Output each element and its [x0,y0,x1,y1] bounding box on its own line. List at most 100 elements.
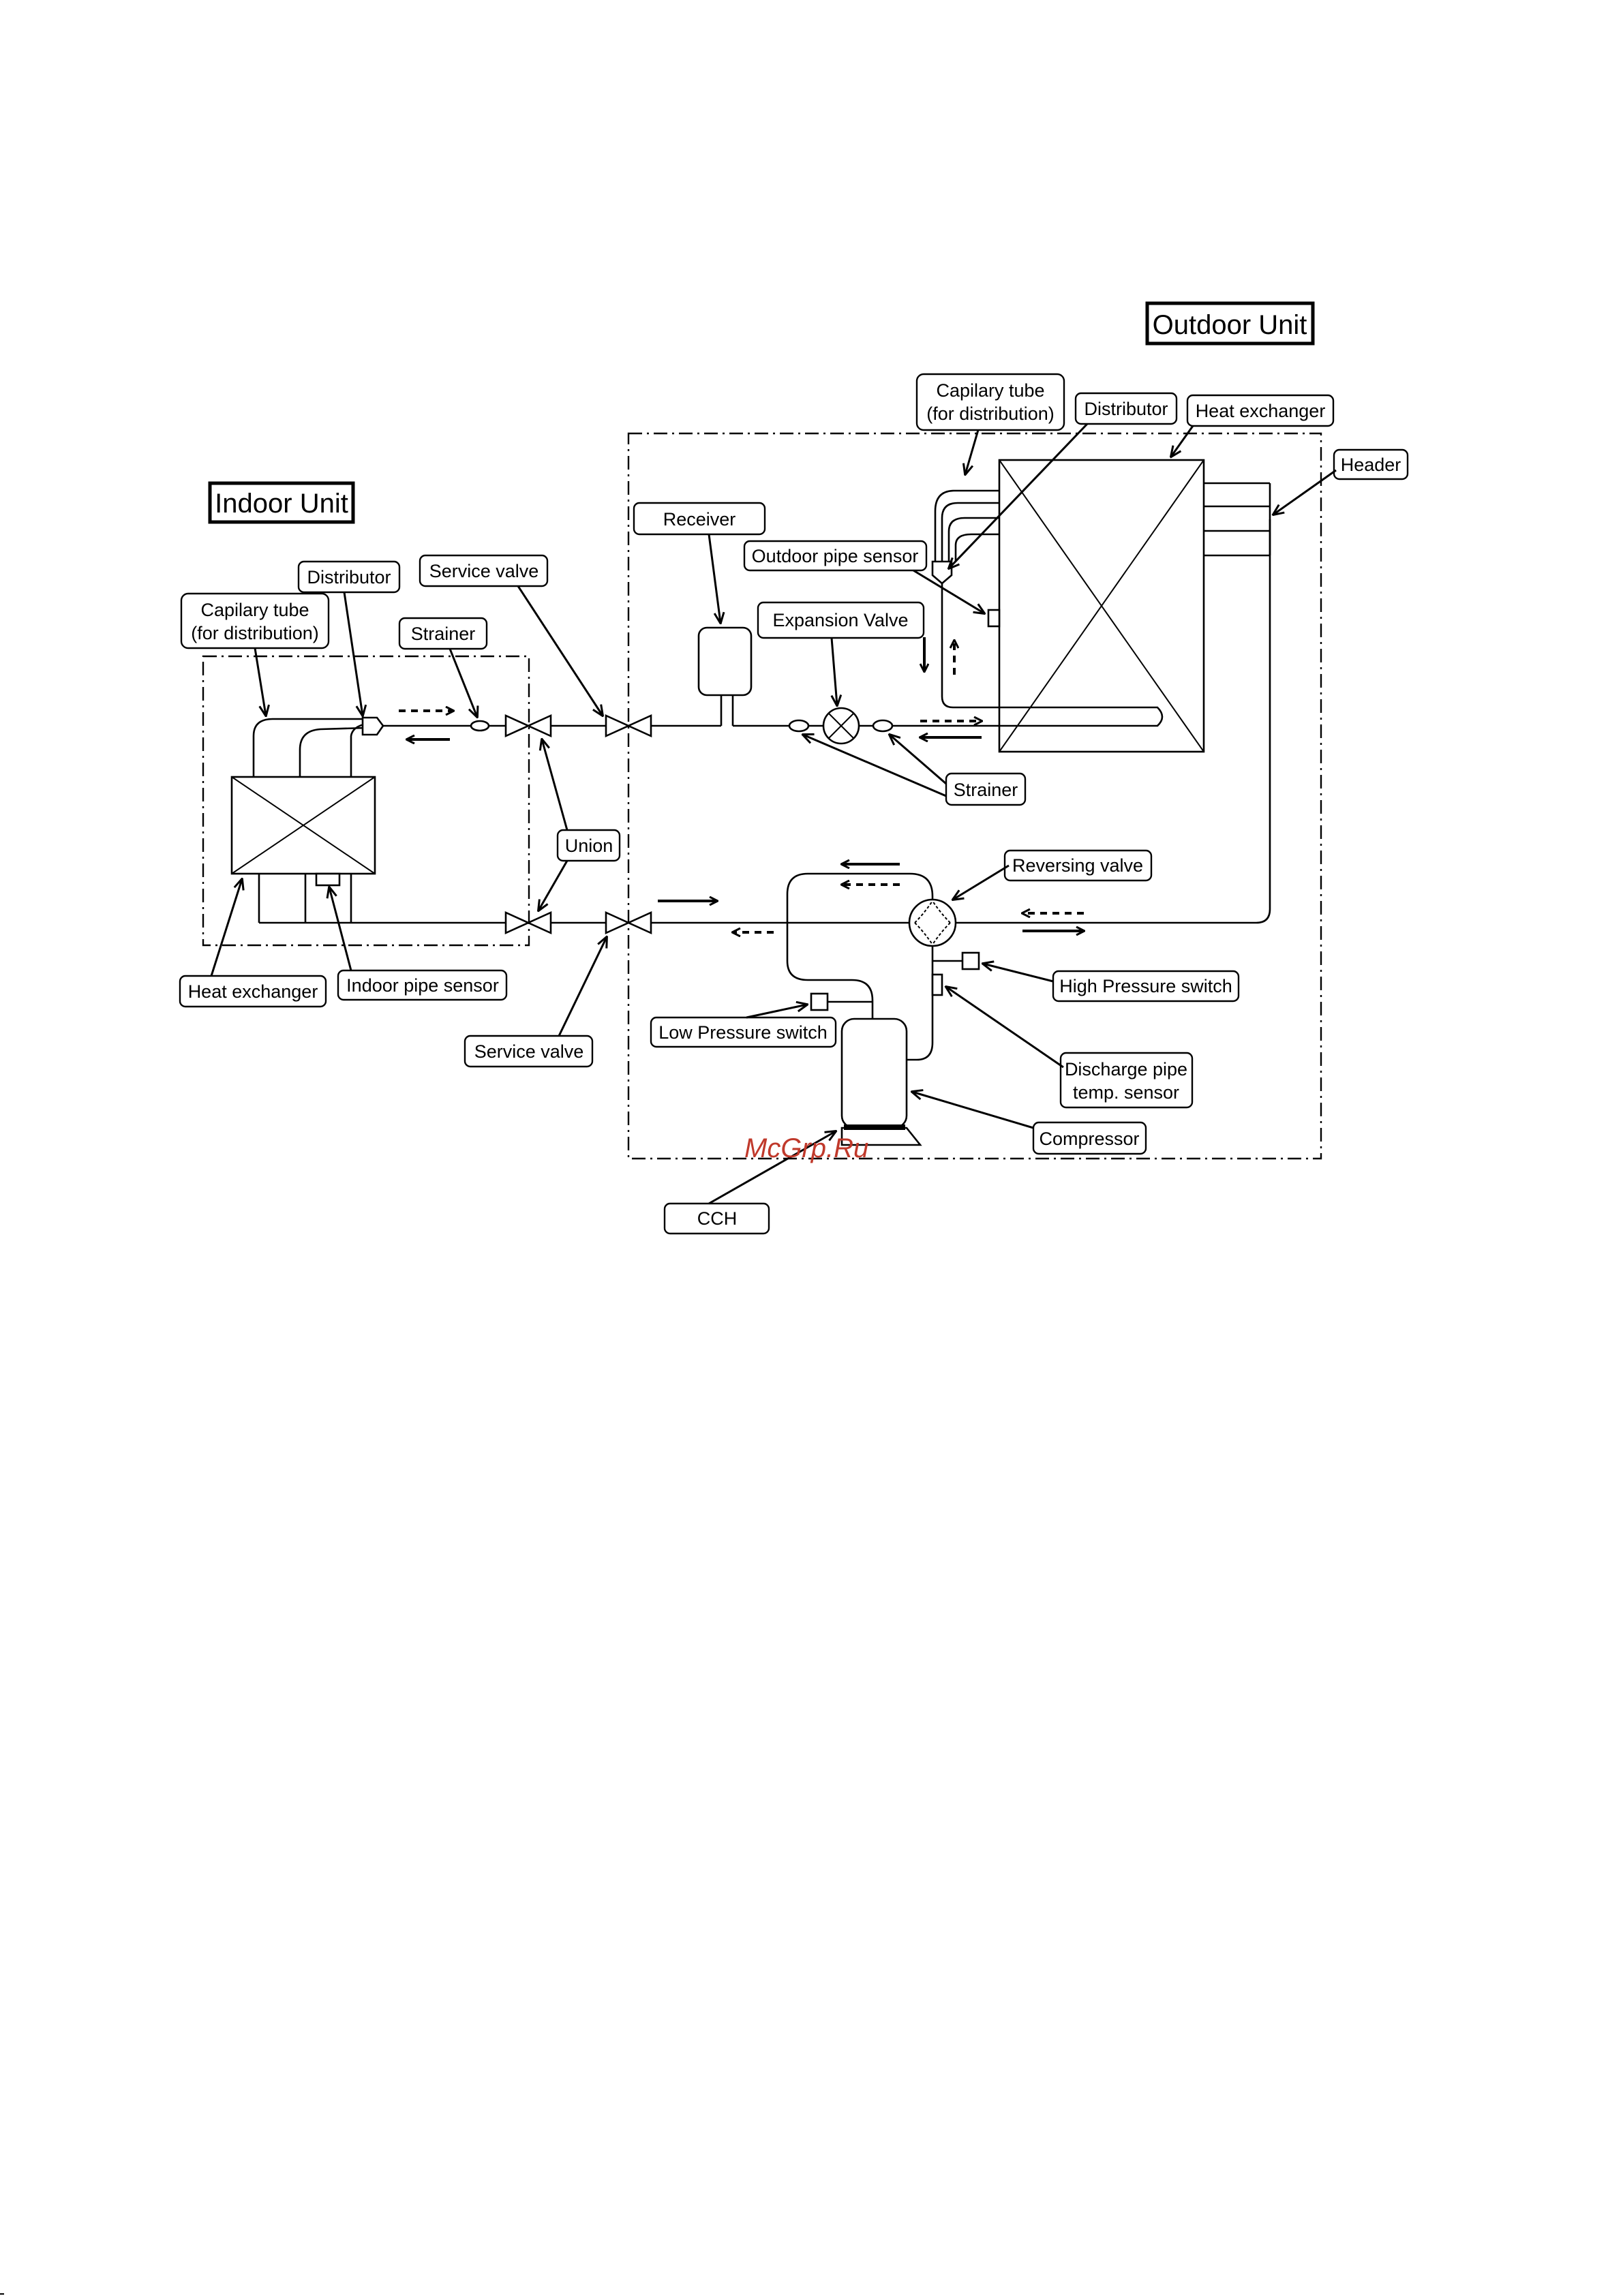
label-indoor-pipe-sensor: Indoor pipe sensor [337,969,508,1001]
outdoor-unit-title: Outdoor Unit [1145,301,1315,346]
label-discharge-temp-sensor: Discharge pipe temp. sensor [1059,1052,1194,1109]
label-indoor-strainer-text: Strainer [411,624,476,644]
leader-indoor-distributor [343,592,363,716]
outdoor-pipe-sensor-symbol [987,609,1001,628]
leader-compressor [912,1092,1034,1129]
label-outdoor-distributor-text: Distributor [1084,399,1168,419]
high-pressure-switch-symbol [932,951,980,970]
label-cch: CCH [663,1202,770,1235]
label-outdoor-strainer: Strainer [945,772,1027,806]
label-service-valve-top: Service valve [419,554,549,587]
header-symbol [1204,482,1271,557]
leader-outdoor-capilary-tube [965,429,980,474]
outdoor-liquid-line [651,695,789,727]
label-expansion-valve-text: Expansion Valve [772,610,908,630]
leader-reversing-valve [953,864,1010,900]
label-header-text: Header [1341,455,1401,475]
outdoor-distributor-symbol [931,560,953,585]
label-service-valve-top-text: Service valve [429,561,539,581]
leader-expansion-valve [832,637,837,705]
label-outdoor-capilary-tube: Capilary tube (for distribution) [915,373,1065,431]
leader-outdoor-strainer-left [803,735,947,797]
label-discharge-temp-sensor-line2: temp. sensor [1073,1082,1179,1103]
label-receiver: Receiver [633,502,766,536]
receiver-symbol [697,626,753,697]
leader-outdoor-strainer-right [890,735,947,785]
indoor-hx-bottom-pipes [258,874,506,924]
leader-header [1273,469,1337,515]
outdoor-unit-title-text: Outdoor Unit [1153,310,1307,340]
outdoor-strainer-left-symbol [788,719,810,733]
label-reversing-valve-text: Reversing valve [1012,855,1143,876]
label-indoor-distributor: Distributor [297,560,401,594]
label-outdoor-pipe-sensor: Outdoor pipe sensor [743,540,928,572]
label-outdoor-capilary-tube-line1: Capilary tube [936,380,1044,401]
label-union-text: Union [565,836,613,856]
label-outdoor-heat-exchanger-text: Heat exchanger [1196,401,1326,421]
label-service-valve-bottom-text: Service valve [474,1041,584,1062]
label-receiver-text: Receiver [663,509,736,530]
label-low-pressure-switch: Low Pressure switch [650,1016,837,1048]
leader-indoor-strainer [449,648,477,717]
leader-union-bottom [539,860,568,910]
leader-discharge-temp-sensor [946,987,1064,1069]
label-indoor-capilary-tube-line1: Capilary tube [200,600,309,620]
leader-indoor-capilary-tube [254,647,266,716]
label-high-pressure-switch-text: High Pressure switch [1059,976,1232,996]
label-indoor-pipe-sensor-text: Indoor pipe sensor [346,975,499,996]
indoor-strainer-symbol [470,720,490,732]
label-low-pressure-switch-text: Low Pressure switch [658,1022,828,1043]
label-indoor-capilary-tube-line2: (for distribution) [191,623,319,643]
label-outdoor-heat-exchanger: Heat exchanger [1186,394,1335,427]
leader-low-pressure-switch [746,1005,807,1019]
leader-outdoor-pipe-sensor [913,569,984,613]
leader-union-top [542,739,568,831]
indoor-pipe-sensor-symbol [315,872,341,887]
label-outdoor-pipe-sensor-text: Outdoor pipe sensor [752,546,919,566]
indoor-heat-exchanger-symbol [230,776,376,875]
label-expansion-valve: Expansion Valve [757,601,925,639]
label-outdoor-distributor: Distributor [1074,392,1178,425]
leader-service-valve-bottom [558,937,607,1037]
leader-outdoor-distributor [949,423,1089,568]
outdoor-capillary-tubes [934,489,999,562]
label-indoor-heat-exchanger: Heat exchanger [179,975,327,1008]
leader-indoor-heat-exchanger [210,879,242,977]
leader-cch [708,1131,836,1205]
indoor-unit-title: Indoor Unit [208,481,355,524]
label-indoor-strainer: Strainer [398,617,488,650]
leader-high-pressure-switch [983,964,1054,983]
reversing-valve-symbol [908,898,957,947]
leader-service-valve-top [517,585,603,716]
label-union: Union [556,829,621,862]
label-indoor-distributor-text: Distributor [307,567,391,587]
label-outdoor-capilary-tube-line2: (for distribution) [926,403,1055,424]
leader-indoor-pipe-sensor [329,887,352,971]
label-indoor-capilary-tube: Capilary tube (for distribution) [180,592,330,649]
outdoor-strainer-right-symbol [872,719,894,733]
outdoor-gas-line [956,519,1271,924]
indoor-unit-title-text: Indoor Unit [215,489,348,519]
compressor-discharge-line [907,946,934,1061]
label-indoor-heat-exchanger-text: Heat exchanger [188,981,318,1002]
label-reversing-valve: Reversing valve [1003,849,1153,882]
indoor-valve-top [504,714,552,738]
outdoor-unit-boundary [627,432,1322,1160]
discharge-temp-sensor-symbol [931,973,943,996]
expansion-valve-symbol [822,707,860,745]
label-header: Header [1333,448,1409,480]
label-compressor: Compressor [1032,1121,1147,1155]
label-compressor-text: Compressor [1039,1129,1139,1149]
watermark-text: McGrp.Ru [744,1133,868,1163]
label-service-valve-bottom: Service valve [464,1035,594,1068]
label-outdoor-strainer-text: Strainer [954,780,1018,800]
leader-outdoor-heat-exchanger [1171,425,1194,457]
indoor-distributor-symbol [361,716,384,736]
indoor-capillary-tubes [252,718,367,777]
outdoor-hx-hairpin [892,641,1164,727]
reversing-valve-loop [786,872,934,1019]
compressor-symbol [840,1017,922,1146]
label-cch-text: CCH [697,1208,738,1229]
indoor-unit-boundary [202,655,530,947]
